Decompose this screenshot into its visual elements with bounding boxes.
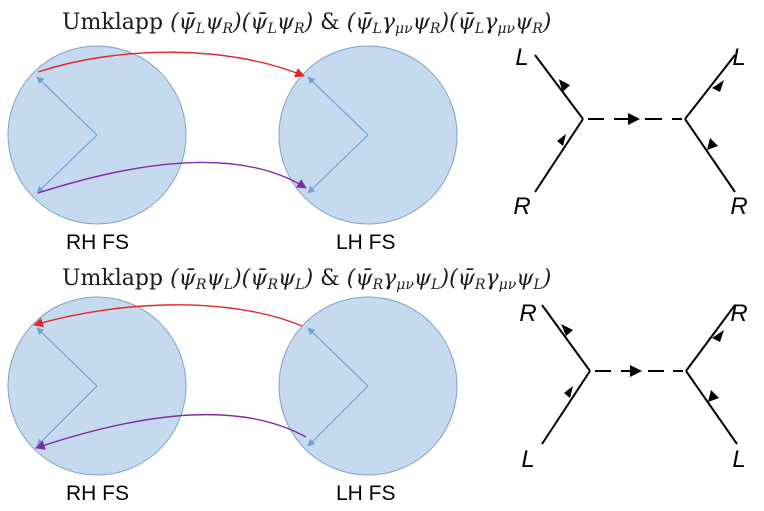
panel-2-term-4: (ψ̄RγμνψL) [449, 266, 552, 293]
panel-2-scatter-arrow-lower [35, 414, 307, 450]
panel-1-lh-momentum-vectors [307, 76, 369, 194]
panel-1-term-4: (ψ̄LγμνψR) [449, 10, 552, 37]
panel-1-scatter-arrow-upper [37, 51, 305, 78]
panel-2-vertex-label-top-right: R [730, 300, 748, 327]
panel-1-term-2: (ψ̄LψR) [241, 10, 314, 37]
panel-2-rh-fs-label: RH FS [66, 482, 129, 505]
panel-1-title-prefix: Umklapp [62, 10, 164, 35]
panel-2-term-3: (ψ̄RγμνψL) [346, 266, 450, 293]
panel-1-vertex-label-top-right: L [732, 44, 746, 71]
panel-2-ampersand: & [320, 266, 340, 291]
panel-1-scatter-arrow-lower [37, 161, 307, 194]
panel-2-fermi-surfaces [7, 296, 458, 476]
panel-1-lh-fs-label: LH FS [336, 231, 396, 254]
panel-1-fermi-surfaces [7, 45, 458, 225]
panel-2-term-1: (ψ̄RψL) [170, 266, 242, 293]
panel-1-vertex-label-bottom-left: R [513, 193, 531, 220]
panel-2-title: Umklapp (ψ̄RψL)(ψ̄RψL) & (ψ̄RγμνψL)(ψ̄Rγ… [62, 262, 712, 296]
panel-1-ampersand: & [320, 10, 340, 35]
panel-1-vertex-label-bottom-right: R [730, 193, 748, 220]
panel-1-rh-fs-label: RH FS [66, 231, 129, 254]
panel-1-feynman-diagram [534, 54, 736, 193]
panel-1-term-1: (ψ̄LψR) [170, 10, 242, 37]
panel-2-vertex-label-bottom-left: L [521, 446, 535, 473]
panel-1-term-3: (ψ̄LγμνψR) [346, 10, 450, 37]
panel-2-title-prefix: Umklapp [62, 266, 164, 291]
panel-2-rh-momentum-vectors [36, 327, 98, 447]
panel-2-vertex-label-top-left: R [519, 300, 537, 327]
panel-1-title: Umklapp (ψ̄LψR)(ψ̄LψR) & (ψ̄LγμνψR)(ψ̄Lγ… [62, 6, 712, 40]
panel-2-vertex-label-bottom-right: L [732, 446, 746, 473]
panel-2-term-2: (ψ̄RψL) [241, 266, 314, 293]
panel-1-vertex-label-top-left: L [515, 44, 529, 71]
panel-2-feynman-diagram [541, 304, 738, 445]
panel-2-scatter-arrow-upper [33, 304, 303, 328]
panel-1-rh-momentum-vectors [36, 76, 98, 194]
panel-2-lh-momentum-vectors [307, 327, 369, 447]
panel-2-lh-fs-label: LH FS [336, 482, 396, 505]
